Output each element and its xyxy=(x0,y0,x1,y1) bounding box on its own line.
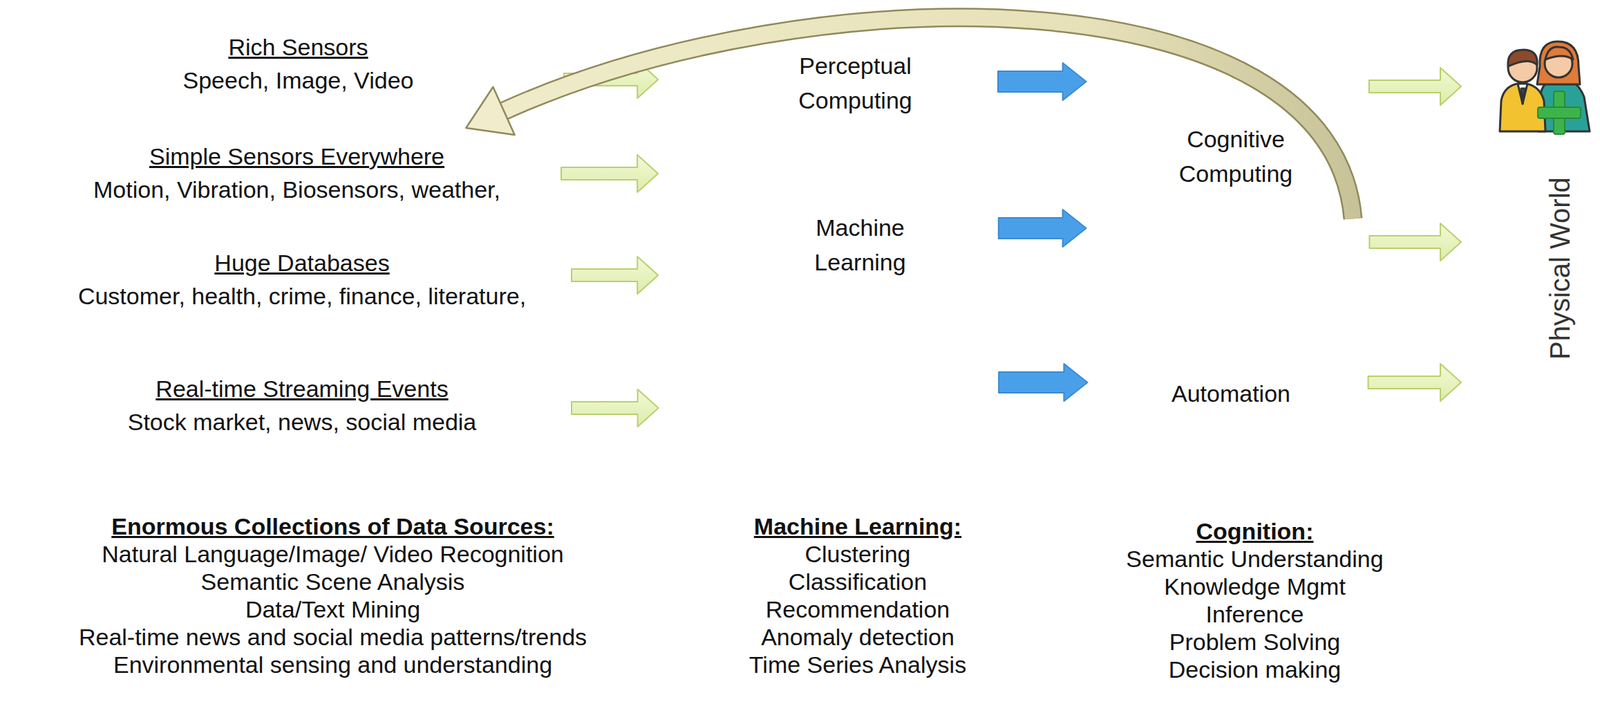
node-outline xyxy=(11,489,654,701)
physical-world-box: Physical World xyxy=(1504,150,1600,457)
summary-item: Time Series Analysis xyxy=(749,650,967,679)
summary-item: Environmental sensing and understanding xyxy=(113,650,553,679)
summary-item: Inference xyxy=(1206,599,1305,628)
node-shape xyxy=(1106,8,1366,305)
summary-item: Decision making xyxy=(1168,655,1341,683)
summary-heading: Cognition: xyxy=(1196,516,1314,545)
summary-item: Clustering xyxy=(804,539,911,568)
ellipse-label: Cognitive Computing xyxy=(1152,121,1319,191)
node-outline xyxy=(33,23,563,104)
green-block-arrow xyxy=(561,154,658,193)
summary-item: Classification xyxy=(788,567,927,596)
ellipse-label: Machine Learning xyxy=(787,210,934,280)
node-outline xyxy=(733,14,987,466)
green-block-arrow xyxy=(1369,223,1462,261)
automation-ellipse: Automation xyxy=(1096,304,1366,482)
green-block-arrow xyxy=(571,256,658,294)
node-outline xyxy=(33,132,560,213)
summary-item: Semantic Scene Analysis xyxy=(201,567,466,596)
blue-block-arrow xyxy=(998,209,1087,247)
summary-item: Real-time news and social media patterns… xyxy=(78,622,587,651)
feedback-arrow xyxy=(465,17,1353,219)
green-block-arrow xyxy=(571,389,659,427)
summary-heading: Enormous Collections of Data Sources: xyxy=(111,512,554,540)
data-source-box: Real-time Streaming EventsStock market, … xyxy=(32,357,572,453)
summary-item: Recommendation xyxy=(765,595,950,623)
data-source-box: Huge DatabasesCustomer, health, crime, f… xyxy=(32,236,572,322)
blue-block-arrow xyxy=(998,62,1087,101)
summary-item: Data/Text Mining xyxy=(245,595,421,623)
node-outline xyxy=(664,489,1052,701)
node-outline xyxy=(33,237,571,320)
node-outline xyxy=(33,358,571,451)
summary-heading: Machine Learning: xyxy=(754,512,962,540)
ellipse-label: Automation xyxy=(1171,375,1291,411)
source-text: Stock market, news, social media xyxy=(127,405,477,439)
physical-world-label: Physical World xyxy=(1544,248,1576,360)
node-shape xyxy=(744,13,967,153)
node-shape xyxy=(32,357,572,453)
blue-block-arrow xyxy=(998,363,1088,401)
source-heading: Real-time Streaming Events xyxy=(155,371,448,406)
summary-box: Enormous Collections of Data Sources:Nat… xyxy=(10,487,656,702)
source-heading: Huge Databases xyxy=(214,246,390,280)
data-source-box: Simple Sensors EverywhereMotion, Vibrati… xyxy=(32,130,562,215)
summary-box: Machine Learning:ClusteringClassificatio… xyxy=(662,487,1053,702)
node-outline xyxy=(1057,499,1453,701)
node-outline xyxy=(1506,152,1600,456)
source-heading: Simple Sensors Everywhere xyxy=(149,139,445,173)
source-text: Speech, Image, Video xyxy=(183,63,414,97)
summary-item: Knowledge Mgmt xyxy=(1163,572,1346,600)
summary-item: Problem Solving xyxy=(1169,627,1341,656)
summary-item: Anomaly detection xyxy=(760,622,955,651)
summary-item: Natural Language/Image/ Video Recognitio… xyxy=(101,539,564,568)
node-shape xyxy=(32,236,572,322)
green-block-arrow xyxy=(1368,363,1462,401)
node-outline xyxy=(1098,305,1364,481)
node-outline xyxy=(1107,9,1364,303)
ellipse-label: Perceptual Computing xyxy=(776,48,936,118)
source-heading: Rich Sensors xyxy=(228,30,368,64)
data-source-box: Rich SensorsSpeech, Image, Video xyxy=(32,22,564,106)
summary-item: Semantic Understanding xyxy=(1125,544,1383,573)
green-block-arrow xyxy=(1369,67,1462,106)
summary-box: Cognition:Semantic UnderstandingKnowledg… xyxy=(1056,497,1454,702)
source-text: Customer, health, crime, finance, litera… xyxy=(78,279,526,313)
source-text: Motion, Vibration, Biosensors, weather, xyxy=(93,172,501,206)
ml-ellipse: Machine Learning Perceptual Computing xyxy=(732,13,988,467)
perceptual-ellipse: Perceptual Computing xyxy=(744,13,967,153)
cognitive-ellipse: Cognitive Computing xyxy=(1106,8,1366,305)
node-outline xyxy=(745,14,965,152)
